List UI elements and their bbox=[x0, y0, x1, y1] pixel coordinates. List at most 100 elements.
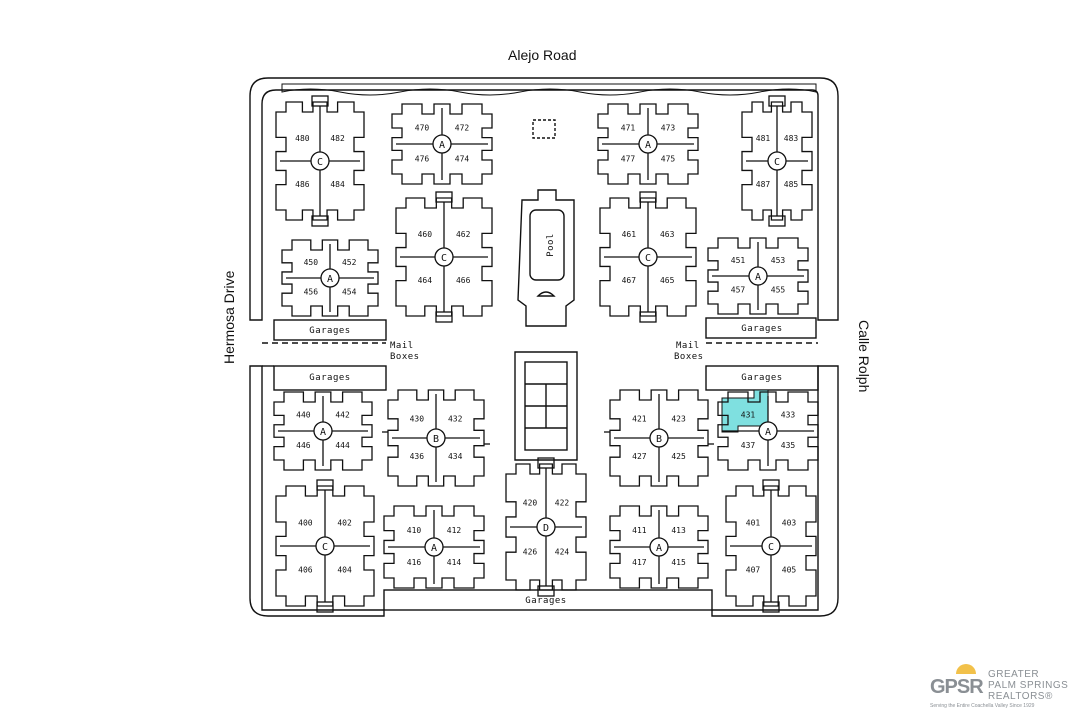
unit-number: 401 bbox=[746, 519, 761, 528]
unit-number: 453 bbox=[771, 256, 786, 265]
building-type-marker bbox=[432, 134, 452, 154]
unit-number: 416 bbox=[407, 558, 422, 567]
mail-label-west: Mail bbox=[390, 341, 414, 351]
stair-block bbox=[768, 95, 786, 107]
unit-number: 420 bbox=[523, 499, 538, 508]
unit-number: 460 bbox=[418, 230, 433, 239]
unit-number: 486 bbox=[295, 180, 310, 189]
unit-number: 454 bbox=[342, 288, 357, 297]
building-type-label: B bbox=[656, 434, 662, 445]
unit-number: 433 bbox=[781, 411, 796, 420]
unit-number: 406 bbox=[298, 565, 313, 574]
building-type-marker bbox=[638, 134, 658, 154]
unit-number: 474 bbox=[455, 155, 470, 164]
building-type-label: C bbox=[317, 157, 323, 168]
unit-number: 482 bbox=[330, 134, 345, 143]
unit-number: 407 bbox=[746, 565, 761, 574]
spa bbox=[536, 291, 556, 297]
building-type-label: A bbox=[320, 427, 326, 438]
unit-number: 475 bbox=[661, 155, 676, 164]
building-outline bbox=[741, 101, 813, 221]
logo-name: GREATER PALM SPRINGS REALTORS® bbox=[988, 669, 1068, 702]
unit-number: 430 bbox=[410, 415, 425, 424]
building-type-label: A bbox=[645, 140, 651, 151]
unit-number: 426 bbox=[523, 548, 538, 557]
unit-number: 437 bbox=[741, 441, 756, 450]
building-type-marker bbox=[310, 151, 330, 171]
building-type-label: C bbox=[774, 157, 780, 168]
stair-block bbox=[311, 215, 329, 227]
unit-number: 431 bbox=[741, 411, 756, 420]
building-type-marker bbox=[426, 428, 446, 448]
unit-number: 464 bbox=[418, 276, 433, 285]
building-type-label: C bbox=[645, 253, 651, 264]
unit-number: 465 bbox=[660, 276, 675, 285]
tennis-court-outer bbox=[514, 351, 578, 461]
building-type-marker bbox=[767, 151, 787, 171]
building-type-marker bbox=[649, 537, 669, 557]
logo-tagline: Serving the Entire Coachella Valley Sinc… bbox=[930, 703, 1035, 709]
building-outline bbox=[597, 103, 699, 185]
unit-number: 402 bbox=[337, 519, 352, 528]
stair-block bbox=[435, 191, 453, 203]
logo-line-3: REALTORS® bbox=[988, 691, 1053, 702]
stair-block bbox=[316, 601, 334, 613]
unit-number: 422 bbox=[555, 499, 570, 508]
building-outline bbox=[387, 389, 485, 487]
unit-number: 473 bbox=[661, 123, 676, 132]
unit-number: 425 bbox=[671, 452, 686, 461]
stair-block bbox=[639, 191, 657, 203]
stair-block bbox=[316, 479, 334, 491]
unit-number: 432 bbox=[448, 415, 463, 424]
garages-label-nw: Garages bbox=[309, 326, 350, 336]
unit-number: 472 bbox=[455, 123, 470, 132]
unit-number: 483 bbox=[784, 134, 799, 143]
building-outline bbox=[273, 391, 373, 471]
unit-number: 462 bbox=[456, 230, 471, 239]
utility-structure bbox=[532, 119, 556, 139]
building-type-label: A bbox=[439, 140, 445, 151]
building-outline bbox=[281, 239, 379, 317]
unit-number: 434 bbox=[448, 452, 463, 461]
unit-number: 480 bbox=[295, 134, 310, 143]
garages-label-ne: Garages bbox=[741, 324, 782, 334]
unit-number: 487 bbox=[756, 180, 771, 189]
unit-number: 400 bbox=[298, 519, 313, 528]
unit-number: 417 bbox=[632, 558, 647, 567]
building-type-label: A bbox=[327, 274, 333, 285]
stair-block bbox=[537, 457, 555, 469]
unit-number: 424 bbox=[555, 548, 570, 557]
building-outline bbox=[391, 103, 493, 185]
building-outline bbox=[505, 463, 587, 591]
unit-number: 450 bbox=[304, 258, 319, 267]
landscape-strip bbox=[281, 83, 817, 96]
stair-block bbox=[537, 585, 555, 597]
site-boundary-lower-right bbox=[711, 365, 839, 617]
building-type-marker bbox=[748, 266, 768, 286]
unit-number: 444 bbox=[335, 441, 350, 450]
unit-number: 410 bbox=[407, 526, 422, 535]
building-type-marker bbox=[758, 421, 778, 441]
logo-line-2: PALM SPRINGS bbox=[988, 680, 1069, 691]
road-label-alejo: Alejo Road bbox=[508, 47, 577, 63]
unit-number: 466 bbox=[456, 276, 471, 285]
unit-number: 457 bbox=[731, 286, 746, 295]
unit-number: 436 bbox=[410, 452, 425, 461]
stair-block bbox=[311, 95, 329, 107]
stair-block bbox=[762, 601, 780, 613]
garages-northwest bbox=[273, 319, 387, 341]
stair-block bbox=[762, 479, 780, 491]
unit-number: 451 bbox=[731, 256, 746, 265]
building-outline bbox=[609, 505, 709, 589]
